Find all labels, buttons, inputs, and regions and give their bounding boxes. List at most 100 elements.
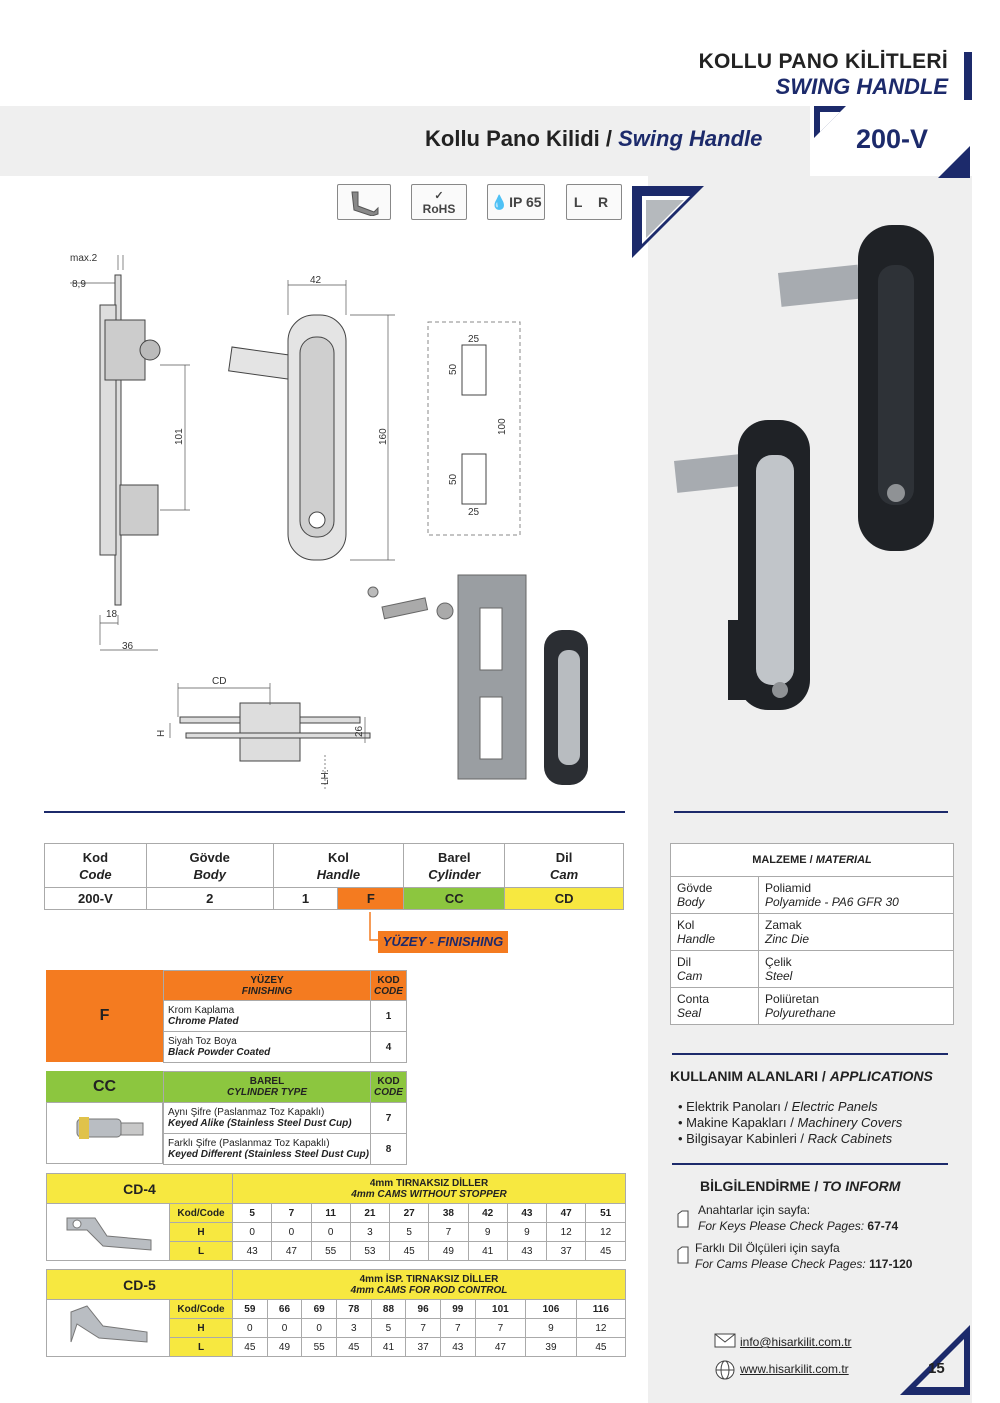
product-title: Kollu Pano Kilidi / Swing Handle <box>425 126 763 151</box>
cd5-label: CD-5 <box>46 1269 233 1300</box>
page-corner-decor <box>900 1325 970 1395</box>
cylinder-code: 7 <box>370 1102 407 1134</box>
svg-text:CD: CD <box>212 676 226 687</box>
cd5-codes-cell: 116 <box>575 1299 627 1319</box>
email-link[interactable]: info@hisarkilit.com.tr <box>740 1335 852 1349</box>
globe-icon <box>715 1360 735 1380</box>
svg-text:18: 18 <box>106 609 118 620</box>
cd5-l-cell: 47 <box>474 1337 527 1357</box>
svg-text:36: 36 <box>122 641 134 652</box>
cd4-codes-cell: 51 <box>585 1203 626 1223</box>
cd4-codes-cell: 11 <box>310 1203 351 1223</box>
header-title-en: SWING HANDLE <box>775 74 948 99</box>
connector-line <box>369 912 380 941</box>
cylinder-cell: CC <box>403 887 506 910</box>
row-label: H <box>169 1222 233 1242</box>
cd4-codes-cell: 38 <box>428 1203 469 1223</box>
photo-corner-decor <box>632 186 704 258</box>
cd5-codes-cell: 78 <box>335 1299 372 1319</box>
cd5-h-cell: 7 <box>474 1318 527 1338</box>
cd5-codes-cell: 96 <box>405 1299 441 1319</box>
svg-text:max.2: max.2 <box>70 253 98 264</box>
cd4-codes-cell: 21 <box>349 1203 391 1223</box>
finishing-cell: F <box>337 887 405 910</box>
cd5-h-cell: 3 <box>335 1318 372 1338</box>
mail-icon <box>714 1333 736 1348</box>
cd4-l-cell: 55 <box>310 1241 351 1261</box>
cd5-codes-cell: 66 <box>266 1299 303 1319</box>
svg-text:50: 50 <box>448 473 459 485</box>
cd5-h-cell: 0 <box>301 1318 337 1338</box>
keys-info: Anahtarlar için sayfa: For Keys Please C… <box>698 1203 899 1233</box>
cylinder-image <box>46 1102 163 1164</box>
cd5-h-cell: 0 <box>232 1318 268 1338</box>
cd5-l-cell: 41 <box>370 1337 407 1357</box>
inform-title: BİLGİLENDİRME / TO INFORM <box>700 1178 901 1194</box>
cd5-codes-cell: 69 <box>301 1299 337 1319</box>
cd4-h-cell: 5 <box>388 1222 430 1242</box>
cd4-codes-cell: 7 <box>271 1203 312 1223</box>
lr-icon: L R <box>566 184 622 220</box>
cd4-codes-cell: 43 <box>506 1203 548 1223</box>
website-link[interactable]: www.hisarkilit.com.tr <box>740 1362 849 1376</box>
svg-text:25: 25 <box>468 507 480 518</box>
cams-info: Farklı Dil Ölçüleri için sayfa For Cams … <box>695 1241 913 1271</box>
application-item: • Elektrik Panoları / Electric Panels <box>678 1099 878 1114</box>
application-item: • Makine Kapakları / Machinery Covers <box>678 1115 903 1130</box>
cd5-h-cell: 0 <box>266 1318 303 1338</box>
cd4-l-cell: 49 <box>428 1241 469 1261</box>
header-title-tr: KOLLU PANO KİLİTLERİ <box>698 50 948 73</box>
cd4-l-cell: 45 <box>585 1241 626 1261</box>
product-code: 200-V <box>856 124 929 154</box>
section-rule <box>672 1163 948 1165</box>
cd4-h-cell: 0 <box>310 1222 351 1242</box>
ip65-icon: 💧 IP 65 <box>487 184 545 220</box>
cd4-h-cell: 12 <box>545 1222 587 1242</box>
svg-text:LH:: LH: <box>320 769 331 785</box>
row-label: H <box>169 1318 233 1338</box>
cd5-h-cell: 9 <box>525 1318 577 1338</box>
cd5-codes-cell: 59 <box>232 1299 268 1319</box>
cd4-codes-cell: 47 <box>545 1203 587 1223</box>
cd4-h-cell: 9 <box>506 1222 548 1242</box>
svg-text:101: 101 <box>174 428 185 445</box>
cd5-l-cell: 45 <box>335 1337 372 1357</box>
cd4-h-cell: 12 <box>585 1222 626 1242</box>
finishing-letter: F <box>46 970 163 1062</box>
cd4-codes-cell: 42 <box>467 1203 508 1223</box>
cd4-l-cell: 47 <box>271 1241 312 1261</box>
svg-text:160: 160 <box>378 428 389 445</box>
page-number: 15 <box>928 1360 945 1377</box>
row-label: Kod/Code <box>169 1299 233 1319</box>
svg-text:42: 42 <box>310 275 322 286</box>
finishing-label: YÜZEY - FINISHING <box>378 931 508 953</box>
material-title: MALZEME / MATERIAL <box>670 843 954 877</box>
cd5-h-cell: 7 <box>405 1318 441 1338</box>
application-item: • Bilgisayar Kabinleri / Rack Cabinets <box>678 1131 893 1146</box>
row-label: Kod/Code <box>169 1203 233 1223</box>
section-rule <box>44 811 625 813</box>
cd5-codes-cell: 99 <box>439 1299 476 1319</box>
cd4-h-cell: 7 <box>428 1222 469 1242</box>
cd5-l-cell: 45 <box>575 1337 627 1357</box>
cd4-l-cell: 45 <box>388 1241 430 1261</box>
profile-icon <box>337 184 391 220</box>
technical-drawing: max.2 8,9 18 36 101 42 160 25 50 100 50 … <box>70 253 588 790</box>
